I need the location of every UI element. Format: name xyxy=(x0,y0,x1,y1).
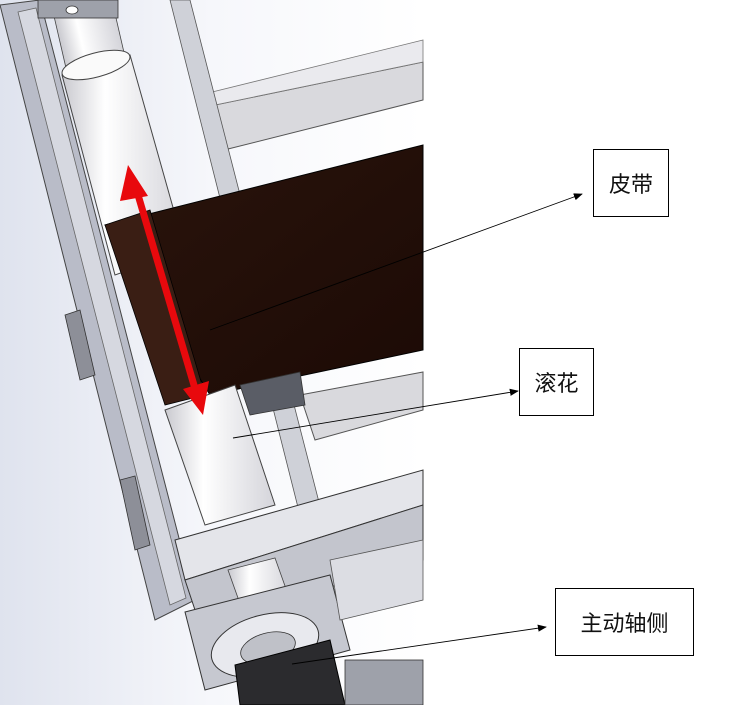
drive-hub xyxy=(234,639,346,705)
drive-side-leader-line xyxy=(291,624,547,665)
drive-side-label: 主动轴侧 xyxy=(555,588,694,656)
upper-roller-end xyxy=(61,49,131,81)
rear-rail-lower xyxy=(329,539,424,621)
side-frame-inner xyxy=(17,7,187,606)
belt-movement-arrowhead-bottom xyxy=(183,381,209,415)
belt-movement-arrowhead-top xyxy=(120,165,148,201)
lower-roller xyxy=(164,384,276,526)
under-belt-block xyxy=(239,371,306,416)
belt-leader-line xyxy=(209,193,583,331)
belt-movement-arrow-shaft xyxy=(132,187,200,393)
knurl-leader-line xyxy=(232,388,519,439)
top-bearing-hole xyxy=(65,5,79,15)
frame-block-lower xyxy=(119,475,151,551)
belt-label: 皮带 xyxy=(593,149,669,217)
frame-block-left xyxy=(64,309,96,381)
knurl-label: 滚花 xyxy=(519,348,594,416)
bottom-bracket xyxy=(344,659,424,705)
